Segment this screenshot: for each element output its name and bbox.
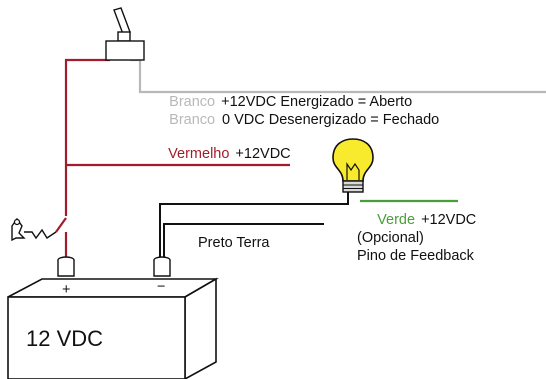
label-verde-name: Verde [377,212,415,228]
label-vermelho-name: Vermelho [168,146,229,162]
label-preto-terra: Preto Terra [198,235,270,251]
white-wire [130,58,546,94]
battery-terminal-positive: + [62,282,70,298]
label-vermelho: Vermelho +12VDC [148,146,303,162]
label-branco-deenergized: Branco 0 VDC Desenergizado = Fechado [149,112,451,128]
label-verde-text: +12VDC [421,212,476,228]
label-branco-1-text: +12VDC Energizado = Aberto [221,94,412,110]
battery-terminal-negative: − [157,279,165,295]
red-wire-switch [64,58,110,216]
toggle-switch-icon [105,7,145,61]
light-bulb-icon [332,138,374,193]
key-switch-icon [11,217,67,242]
label-branco-1: Branco [169,94,215,110]
label-pino-feedback: Pino de Feedback [357,248,475,264]
label-branco-energized: Branco +12VDC Energizado = Aberto [149,94,424,110]
battery-icon [7,256,219,379]
black-wire-ground [163,223,324,258]
label-branco-2-text: 0 VDC Desenergizado = Fechado [222,112,439,128]
label-branco-2: Branco [169,112,215,128]
label-verde: Verde +12VDC [357,212,488,228]
label-opcional: (Opcional) [357,230,424,246]
label-vermelho-text: +12VDC [235,146,290,162]
battery-label: 12 VDC [26,326,103,351]
black-wire-bulb [159,192,349,258]
